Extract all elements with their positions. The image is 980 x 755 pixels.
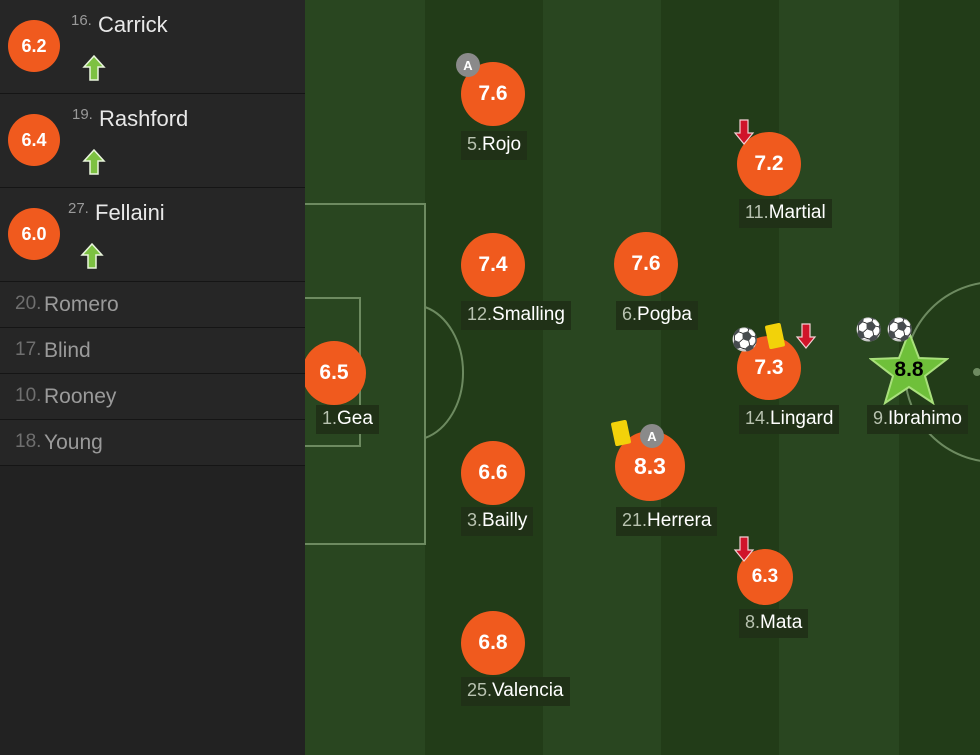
goal-ball-icon: ⚽ (731, 327, 759, 352)
shirt-number: 18. (15, 431, 42, 452)
rating-badge: 6.2 (8, 20, 60, 72)
goal-ball-icon: ⚽ (855, 317, 883, 342)
shirt-number: 9. (873, 408, 889, 428)
player-name[interactable]: Rashford (99, 106, 189, 131)
player-name: Gea (337, 408, 373, 429)
player-name: Rojo (482, 134, 522, 155)
player-name[interactable]: Romero (44, 293, 119, 316)
shirt-number: 5. (467, 134, 483, 154)
goal-ball-icon: ⚽ (886, 317, 914, 342)
rating-badge-smalling[interactable]: 7.4 (461, 233, 525, 297)
player-label-bailly[interactable]: 3.Bailly (461, 507, 534, 536)
shirt-number: 27. (68, 200, 89, 217)
substitute-row[interactable]: 6.2 16. Carrick (0, 0, 305, 94)
shirt-number: 12. (467, 304, 493, 324)
player-label-lingard[interactable]: 14.Lingard (739, 405, 840, 434)
rating-badge-pogba[interactable]: 7.6 (614, 232, 678, 296)
player-label-ibrahimovic[interactable]: 9.Ibrahimo (867, 405, 968, 434)
shirt-number: 19. (72, 106, 93, 123)
shirt-number: 6. (622, 304, 638, 324)
player-name: Martial (768, 202, 826, 223)
shirt-number: 25. (467, 680, 493, 700)
player-label-pogba[interactable]: 6.Pogba (616, 301, 698, 330)
player-name[interactable]: Fellaini (95, 200, 165, 225)
player-name: Herrera (647, 510, 712, 531)
player-name: Bailly (482, 510, 528, 531)
lineup-sidebar: 6.2 16. Carrick 6.4 19. Rashford 6.0 27.… (0, 0, 305, 755)
player-name[interactable]: Blind (44, 339, 91, 362)
shirt-number: 16. (71, 12, 92, 29)
sub-in-arrow-icon (82, 54, 106, 81)
player-name[interactable]: Carrick (98, 12, 168, 37)
shirt-number: 8. (745, 612, 761, 632)
rating-badge-martial[interactable]: 7.2 (737, 132, 801, 196)
player-name: Mata (760, 612, 803, 633)
sub-out-arrow-icon (733, 119, 755, 145)
rating-badge-valencia[interactable]: 6.8 (461, 611, 525, 675)
player-label-valencia[interactable]: 25.Valencia (461, 677, 570, 706)
shirt-number: 11. (745, 202, 769, 222)
player-label-mata[interactable]: 8.Mata (739, 609, 809, 638)
shirt-number: 21. (622, 510, 648, 530)
player-name: Ibrahimo (888, 408, 962, 429)
player-name[interactable]: Rooney (44, 385, 117, 408)
sub-in-arrow-icon (80, 242, 104, 269)
bench-row[interactable]: 17. Blind (0, 328, 305, 374)
star-icon (868, 329, 950, 406)
substitute-row[interactable]: 6.0 27. Fellaini (0, 188, 305, 282)
player-name: Lingard (770, 408, 834, 429)
rating-badge: 6.0 (8, 208, 60, 260)
sub-in-arrow-icon (82, 148, 106, 175)
player-label-smalling[interactable]: 12.Smalling (461, 301, 571, 330)
pitch: 6.5 1.Gea 7.6 A 5.Rojo 7.4 12.Smalling 6… (305, 0, 980, 755)
rating-badge-gea[interactable]: 6.5 (305, 341, 366, 405)
shirt-number: 17. (15, 339, 42, 360)
bench-row[interactable]: 10. Rooney (0, 374, 305, 420)
bench-row[interactable]: 20. Romero (0, 282, 305, 328)
player-name: Smalling (492, 304, 565, 325)
shirt-number: 10. (15, 385, 42, 406)
player-label-rojo[interactable]: 5.Rojo (461, 131, 528, 160)
shirt-number: 14. (745, 408, 771, 428)
rating-badge-bailly[interactable]: 6.6 (461, 441, 525, 505)
sub-out-arrow-icon (733, 536, 755, 562)
substitute-row[interactable]: 6.4 19. Rashford (0, 94, 305, 188)
shirt-number: 3. (467, 510, 483, 530)
man-of-the-match-star[interactable]: 8.8 (868, 329, 950, 406)
player-label-gea[interactable]: 1.Gea (316, 405, 379, 434)
sub-out-arrow-icon (795, 323, 817, 349)
player-name: Valencia (492, 680, 564, 701)
captain-icon: A (640, 424, 664, 448)
shirt-number: 20. (15, 293, 42, 314)
rating-badge-ibrahimovic: 8.8 (894, 358, 924, 381)
bench-row[interactable]: 18. Young (0, 420, 305, 466)
player-name: Pogba (637, 304, 692, 325)
rating-badge: 6.4 (8, 114, 60, 166)
shirt-number: 1. (322, 408, 338, 428)
player-name[interactable]: Young (44, 431, 103, 454)
captain-icon: A (456, 53, 480, 77)
player-label-herrera[interactable]: 21.Herrera (616, 507, 718, 536)
player-label-martial[interactable]: 11.Martial (739, 199, 832, 228)
